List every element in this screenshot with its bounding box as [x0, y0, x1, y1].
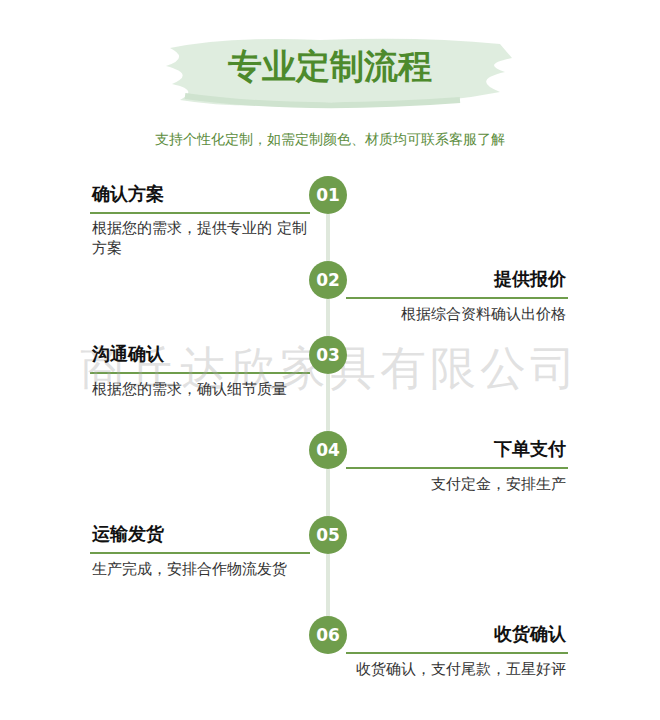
timeline-connector	[326, 214, 330, 261]
step-heading: 下单支付	[494, 437, 566, 461]
step-circle: 06	[309, 616, 347, 654]
step-number: 05	[316, 525, 340, 545]
step-number: 01	[316, 185, 340, 205]
step-desc: 根据综合资料确认出价格	[401, 305, 566, 325]
step-desc: 生产完成，安排合作物流发货	[92, 560, 287, 580]
step-circle: 03	[309, 336, 347, 374]
step-desc: 根据您的需求，确认细节质量	[92, 380, 287, 400]
step-heading: 确认方案	[92, 182, 164, 206]
step-heading: 运输发货	[92, 522, 164, 546]
underline	[346, 297, 568, 299]
step-circle: 02	[309, 261, 347, 299]
step-number: 04	[316, 440, 340, 460]
title: 专业定制流程	[0, 44, 660, 90]
step-desc: 根据您的需求，提供专业的 定制方案	[92, 219, 314, 258]
underline	[90, 212, 310, 214]
step-desc: 收货确认，支付尾款，五星好评	[356, 660, 566, 680]
underline	[90, 552, 310, 554]
timeline-connector	[326, 469, 330, 516]
step-circle: 01	[309, 176, 347, 214]
step-number: 02	[316, 270, 340, 290]
step-circle: 04	[309, 431, 347, 469]
step-heading: 收货确认	[494, 622, 566, 646]
underlines	[90, 213, 568, 653]
step-number: 03	[316, 345, 340, 365]
underline	[346, 652, 568, 654]
underline	[346, 467, 568, 469]
subtitle: 支持个性化定制，如需定制颜色、材质均可联系客服了解	[0, 131, 660, 149]
step-heading: 提供报价	[494, 267, 566, 291]
step-heading: 沟通确认	[92, 342, 164, 366]
step-number: 06	[316, 625, 340, 645]
step-desc: 支付定金，安排生产	[431, 475, 566, 495]
timeline-connector	[326, 554, 330, 616]
step-circle: 05	[309, 516, 347, 554]
timeline-connector	[326, 299, 330, 336]
brush-stroke	[185, 96, 460, 105]
